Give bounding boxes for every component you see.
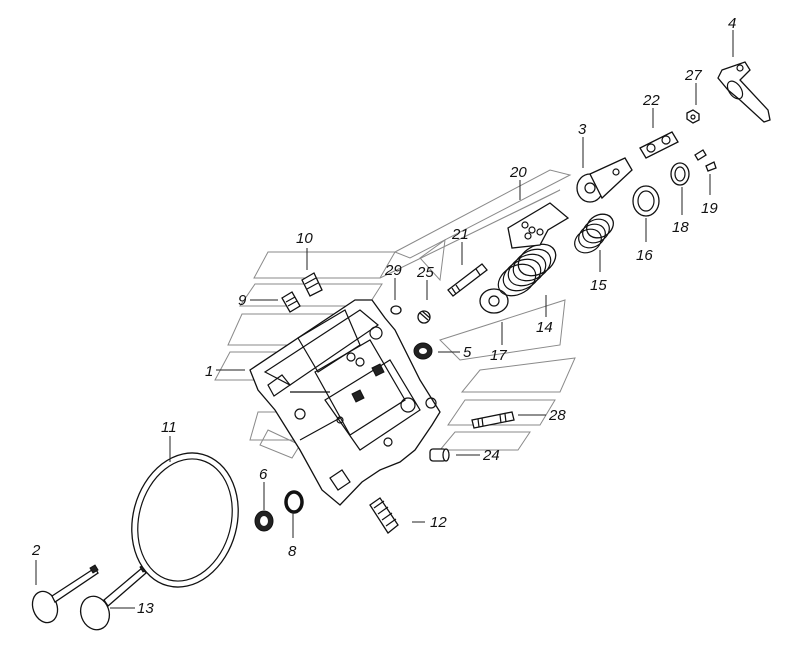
part-valve-guide — [369, 497, 399, 534]
callout-8: 8 — [288, 543, 297, 560]
callout-21: 21 — [451, 226, 469, 243]
part-dowel-sleeve — [429, 448, 450, 462]
part-seal-ring — [284, 490, 304, 514]
part-spring-washer — [479, 288, 509, 314]
callout-19: 19 — [701, 200, 718, 217]
callout-6: 6 — [259, 466, 268, 483]
callout-4: 4 — [728, 15, 736, 32]
callout-10: 10 — [296, 230, 313, 247]
part-pin — [390, 305, 402, 315]
part-rocker-support — [576, 157, 633, 203]
part-cylinder-head — [249, 299, 441, 506]
callout-17: 17 — [490, 347, 507, 364]
leader-lines — [35, 30, 734, 609]
callout-2: 2 — [31, 542, 41, 559]
callout-9: 9 — [238, 292, 247, 309]
part-spring-retainer — [632, 185, 660, 217]
part-plug-9 — [281, 291, 301, 313]
callout-22: 22 — [642, 92, 660, 109]
callout-27: 27 — [684, 67, 702, 84]
part-valve-cotter — [694, 149, 717, 172]
callout-28: 28 — [548, 407, 566, 424]
callout-15: 15 — [590, 277, 607, 294]
part-outer-spring — [497, 243, 557, 297]
part-stud-28 — [471, 411, 515, 429]
part-plug-25 — [417, 310, 431, 324]
part-lock-plate — [639, 131, 679, 159]
callout-16: 16 — [636, 247, 653, 264]
callout-25: 25 — [416, 264, 434, 281]
callout-29: 29 — [384, 262, 402, 279]
part-plate — [507, 202, 570, 249]
callout-12: 12 — [430, 514, 447, 531]
part-nut — [686, 109, 700, 124]
callout-11: 11 — [161, 419, 177, 436]
part-plug-6 — [254, 510, 274, 532]
callout-14: 14 — [536, 319, 553, 336]
callout-18: 18 — [672, 219, 689, 236]
callout-1: 1 — [205, 363, 213, 380]
part-plug-5 — [413, 342, 433, 360]
part-valve-stem-seal — [670, 162, 690, 186]
callout-3: 3 — [578, 121, 587, 138]
callout-20: 20 — [509, 164, 527, 181]
part-plug-10 — [301, 272, 323, 297]
callout-5: 5 — [463, 344, 472, 361]
part-rocker-arm — [717, 61, 771, 123]
callout-labels: 1 2 3 4 5 6 8 9 10 11 12 13 14 15 16 17 … — [31, 15, 736, 617]
part-intake-valve — [31, 564, 99, 624]
callout-13: 13 — [137, 600, 154, 617]
part-stud-21 — [447, 263, 488, 297]
part-gasket-ring — [131, 452, 239, 588]
callout-24: 24 — [482, 447, 500, 464]
part-inner-spring — [574, 213, 614, 254]
